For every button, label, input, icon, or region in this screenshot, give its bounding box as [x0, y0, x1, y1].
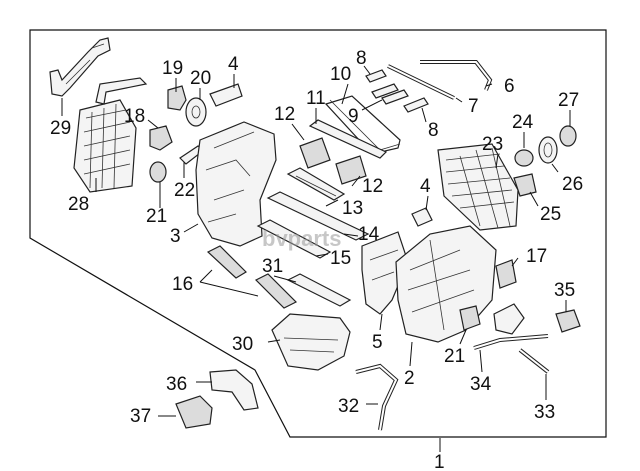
part-24-grommet	[514, 149, 534, 167]
part-30-lower-case	[271, 313, 351, 371]
callout-12-lower: 12	[362, 176, 383, 197]
part-4-clip-right	[411, 207, 433, 227]
callout-31: 31	[262, 256, 283, 277]
assembly-frame	[29, 29, 607, 438]
callout-36: 36	[166, 374, 187, 395]
part-16-doors	[206, 245, 298, 309]
callout-19: 19	[162, 58, 183, 79]
callouts: 29 28 19 20 4 18 22 21 3 8 10 11 9 12 12…	[50, 48, 583, 471]
part-14-door	[266, 191, 370, 241]
callout-35: 35	[554, 280, 575, 301]
callout-4-top: 4	[228, 54, 239, 75]
part-25-valve	[513, 173, 537, 197]
callout-12-upper: 12	[274, 104, 295, 125]
callout-33: 33	[534, 402, 555, 423]
part-3-case-left	[195, 121, 277, 247]
part-7-seal	[387, 64, 455, 100]
callout-4-right: 4	[420, 176, 431, 197]
callout-8-top: 8	[356, 48, 367, 69]
part-12-damper-upper	[299, 137, 331, 169]
part-28-heater-core	[73, 77, 148, 193]
callout-30: 30	[232, 334, 253, 355]
leader-lines	[61, 65, 571, 452]
callout-26: 26	[562, 174, 583, 195]
callout-32: 32	[338, 396, 359, 417]
part-35-sensor	[555, 309, 581, 333]
callout-14: 14	[358, 224, 380, 245]
part-8-seal-right	[403, 97, 429, 113]
part-23-evaporator	[437, 143, 519, 231]
part-33-drain	[518, 348, 550, 374]
callout-23: 23	[482, 134, 503, 155]
part-11-seal-strip	[308, 119, 388, 159]
watermark: bvparts	[262, 226, 341, 251]
callout-3: 3	[170, 226, 181, 247]
callout-18: 18	[124, 106, 145, 127]
callout-6: 6	[504, 76, 515, 97]
callout-21-right: 21	[444, 346, 465, 367]
part-34-hose	[473, 334, 549, 350]
part-31-door	[286, 273, 352, 307]
part-4-clip-top	[209, 83, 243, 107]
callout-17: 17	[526, 246, 547, 267]
part-17-actuator	[495, 259, 517, 289]
part-15-door	[256, 219, 332, 259]
part-21-actuator-right	[459, 305, 481, 331]
part-20-servo	[185, 97, 207, 127]
part-13-door	[286, 167, 346, 201]
callout-8-right: 8	[428, 120, 439, 141]
part-actuator-motor	[493, 303, 525, 335]
callout-11: 11	[306, 88, 326, 109]
part-36-duct	[209, 369, 259, 411]
part-37-bracket	[175, 395, 213, 429]
part-27-cap	[559, 125, 577, 147]
callout-1-assembly: 1	[434, 452, 445, 471]
callout-13: 13	[342, 198, 363, 219]
callout-16: 16	[172, 274, 193, 295]
part-29-bracket	[49, 37, 111, 97]
callout-20: 20	[190, 68, 211, 89]
part-5-case-right	[361, 231, 409, 315]
callout-24: 24	[512, 112, 534, 133]
callout-15: 15	[330, 248, 351, 269]
callout-22: 22	[174, 180, 195, 201]
callout-9: 9	[348, 106, 359, 127]
callout-28: 28	[68, 194, 89, 215]
part-32-hose	[355, 363, 399, 431]
part-18-actuator	[149, 125, 173, 151]
callout-10: 10	[330, 64, 351, 85]
callout-27: 27	[558, 90, 579, 111]
part-21-gear-left	[149, 161, 167, 183]
part-12-damper-lower	[335, 155, 367, 185]
callout-37: 37	[130, 406, 151, 427]
part-19-actuator	[167, 85, 187, 111]
part-8-seal-top	[365, 69, 399, 99]
callout-25: 25	[540, 204, 561, 225]
part-26-seal-ring	[538, 136, 558, 164]
callout-2: 2	[404, 368, 415, 389]
callout-21-left: 21	[146, 206, 167, 227]
callout-34: 34	[470, 374, 492, 395]
callout-7: 7	[468, 96, 479, 117]
callout-29: 29	[50, 118, 71, 139]
part-9-seal	[381, 89, 409, 105]
callout-5: 5	[372, 332, 383, 353]
